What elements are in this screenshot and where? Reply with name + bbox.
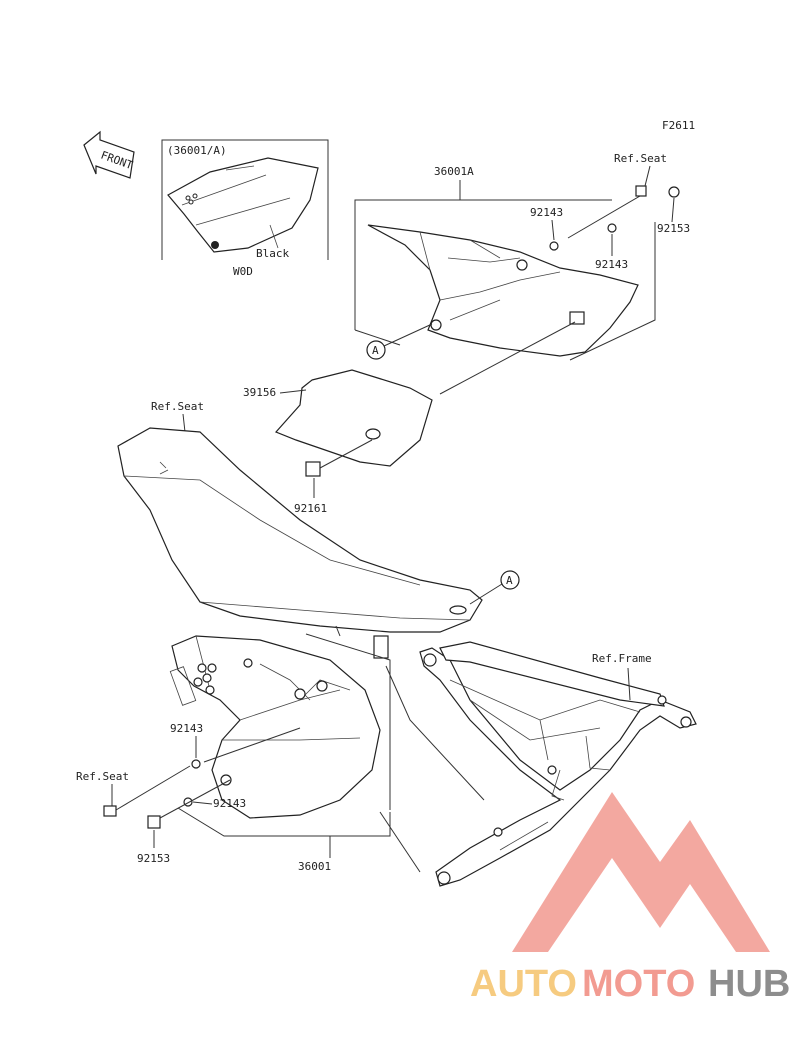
- label-pad: 39156: [243, 386, 276, 399]
- watermark-text-auto: AUTO: [470, 963, 577, 1005]
- label-damper: 92161: [294, 502, 327, 515]
- grommet-left-a-icon: [191, 759, 201, 769]
- washer-right-icon: [668, 186, 680, 198]
- watermark-triangle-icon: [512, 792, 770, 952]
- bolt-right-icon: [567, 185, 647, 239]
- rear-frame: [419, 641, 697, 887]
- label-grommet-b: 92143: [595, 258, 628, 271]
- watermark-logo: AUTO MOTO HUB: [470, 792, 790, 1005]
- damper-icon: [305, 461, 321, 477]
- inset-color-label: Black: [256, 247, 289, 260]
- label-ref-frame: Ref.Frame: [592, 652, 652, 665]
- watermark-text-hub: HUB: [708, 963, 790, 1005]
- grommet-right-a-icon: [549, 241, 559, 251]
- watermark-text-moto: MOTO: [582, 963, 695, 1005]
- label-bolt-left: 92153: [137, 852, 170, 865]
- label-ref-seat-mid: Ref.Seat: [151, 400, 204, 413]
- bolt-left-a-icon: [103, 765, 191, 817]
- label-grommet-a: 92143: [530, 206, 563, 219]
- inset-side-cover: [167, 157, 319, 253]
- label-ref-seat-top: Ref.Seat: [614, 152, 667, 165]
- inset-box: (36001/A) Black W0D: [161, 139, 329, 278]
- figure-code: F2611: [662, 119, 695, 132]
- label-grommet-d: 92143: [213, 797, 246, 810]
- seat-pad: [274, 369, 433, 467]
- side-cover-right: [367, 224, 639, 357]
- front-arrow-icon: FRONT: [83, 130, 135, 179]
- label-cover-left: 36001: [298, 860, 331, 873]
- label-bolt-top: 92153: [657, 222, 690, 235]
- callout-a-top: [366, 340, 386, 360]
- seat: [117, 427, 483, 633]
- callout-a-mid-text: A: [506, 574, 513, 587]
- grommet-right-b-icon: [607, 223, 617, 233]
- inset-hole: [211, 241, 219, 249]
- callout-a-mid: [500, 570, 520, 590]
- inset-part-ref: (36001/A): [167, 144, 227, 157]
- inset-model-code: W0D: [233, 265, 253, 278]
- label-cover-right: 36001A: [434, 165, 474, 178]
- label-grommet-c: 92143: [170, 722, 203, 735]
- bolt-left-b-icon: [147, 779, 231, 829]
- side-cover-left: [169, 635, 389, 819]
- label-ref-seat-left: Ref.Seat: [76, 770, 129, 783]
- callout-a-top-text: A: [372, 344, 379, 357]
